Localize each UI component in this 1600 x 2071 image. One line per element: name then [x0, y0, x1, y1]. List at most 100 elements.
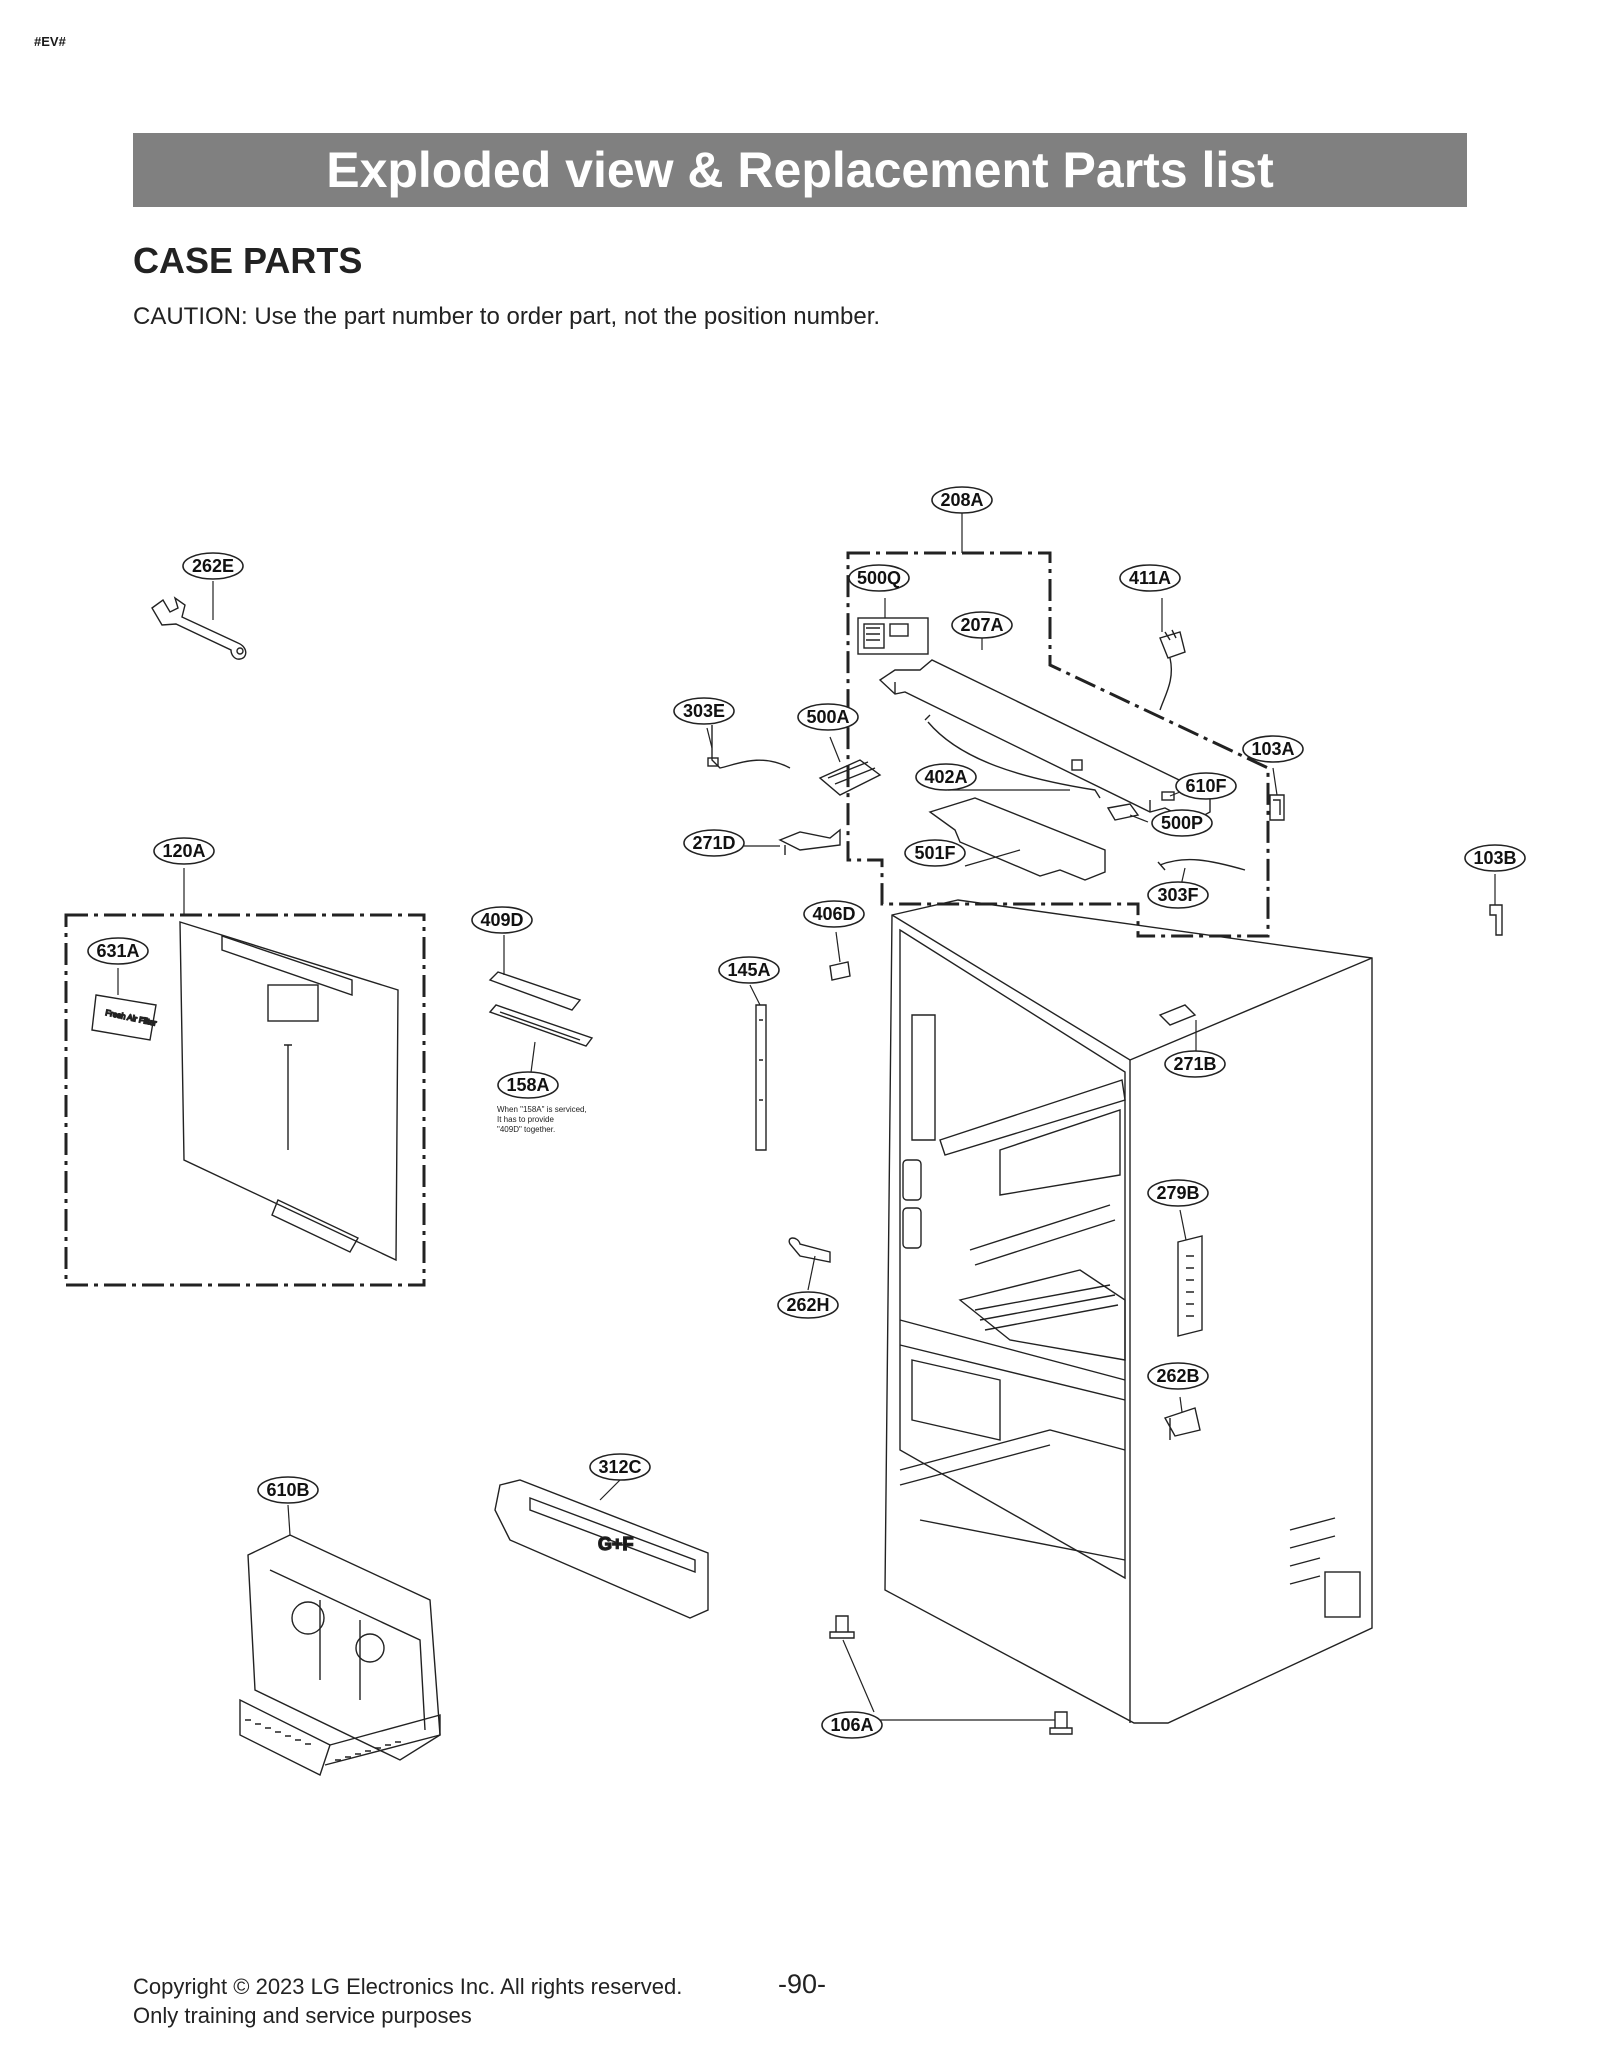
svg-text:207A: 207A	[960, 615, 1003, 635]
copyright-line: Copyright © 2023 LG Electronics Inc. All…	[133, 1974, 683, 1999]
part-262E-wrench	[151, 596, 247, 660]
part-312C-drawer: G+F	[494, 1479, 709, 1619]
section-heading: CASE PARTS	[133, 240, 363, 281]
callout-402A: 402A	[915, 763, 977, 791]
part-501F-panel	[928, 797, 1106, 881]
page-number: -90-	[778, 1969, 827, 1999]
part-279B-panel	[1177, 1235, 1203, 1337]
part-main-case	[884, 899, 1373, 1724]
part-106A-feet	[829, 1615, 1073, 1735]
part-409D-strip	[488, 971, 582, 1011]
svg-text:It has to provide: It has to provide	[497, 1115, 554, 1124]
svg-text:409D: 409D	[480, 910, 523, 930]
part-103B-clip	[1489, 904, 1503, 936]
callout-409D: 409D	[471, 906, 533, 934]
callout-303F: 303F	[1147, 881, 1209, 909]
callout-406D: 406D	[803, 900, 865, 928]
svg-text:When "158A" is serviced,: When "158A" is serviced,	[497, 1105, 587, 1114]
svg-text:262H: 262H	[786, 1295, 829, 1315]
svg-text:G+F: G+F	[598, 1534, 634, 1554]
svg-text:145A: 145A	[727, 960, 770, 980]
purpose-line: Only training and service purposes	[133, 2003, 472, 2028]
callout-262H: 262H	[777, 1291, 839, 1319]
caution-note: CAUTION: Use the part number to order pa…	[133, 303, 881, 330]
callout-158A: 158A	[497, 1071, 559, 1099]
part-158A-rail	[488, 1004, 594, 1047]
svg-text:271D: 271D	[692, 833, 735, 853]
callouts: 208A 262E 500Q 411A 207A 303E 500A 103A …	[87, 486, 1526, 1739]
svg-text:312C: 312C	[598, 1457, 641, 1477]
svg-text:262B: 262B	[1156, 1366, 1199, 1386]
callout-500A: 500A	[797, 703, 859, 731]
svg-text:610B: 610B	[266, 1480, 309, 1500]
callout-501F: 501F	[904, 839, 966, 867]
part-145A-rail	[755, 1004, 767, 1151]
page-title: Exploded view & Replacement Parts list	[133, 133, 1467, 207]
svg-text:406D: 406D	[812, 904, 855, 924]
callout-145A: 145A	[718, 956, 780, 984]
svg-text:501F: 501F	[914, 843, 955, 863]
svg-text:402A: 402A	[924, 767, 967, 787]
part-500Q-board	[857, 617, 929, 655]
part-411A-cord	[1159, 629, 1186, 711]
svg-text:262E: 262E	[192, 556, 234, 576]
svg-text:500A: 500A	[806, 707, 849, 727]
part-631A-filter: Fresh Air Filter	[91, 994, 158, 1041]
corner-tag: #EV#	[34, 34, 66, 49]
svg-text:120A: 120A	[162, 841, 205, 861]
callout-411A: 411A	[1119, 564, 1181, 592]
callout-610F: 610F	[1175, 772, 1237, 800]
part-402A-harness	[924, 714, 1101, 799]
callout-312C: 312C	[589, 1453, 651, 1481]
callout-500P: 500P	[1151, 809, 1213, 837]
part-207A-cover	[878, 659, 1211, 823]
callout-271B: 271B	[1164, 1050, 1226, 1078]
svg-text:500P: 500P	[1161, 813, 1203, 833]
leader-lines	[117, 513, 1496, 1721]
svg-text:631A: 631A	[96, 941, 139, 961]
part-610F	[1161, 791, 1175, 801]
svg-text:Fresh Air Filter: Fresh Air Filter	[105, 1008, 158, 1028]
callout-610B: 610B	[257, 1476, 319, 1504]
svg-text:500Q: 500Q	[857, 568, 901, 588]
part-120A-panel	[179, 921, 399, 1262]
svg-text:"409D" together.: "409D" together.	[497, 1125, 555, 1134]
svg-text:303F: 303F	[1157, 885, 1198, 905]
part-303F-sensor	[1157, 858, 1246, 871]
note-158A: When "158A" is serviced, It has to provi…	[497, 1105, 587, 1134]
callout-262B: 262B	[1147, 1362, 1209, 1390]
svg-text:411A: 411A	[1129, 568, 1171, 588]
part-500P	[1106, 803, 1140, 821]
part-262H-hinge	[788, 1237, 831, 1263]
svg-text:103A: 103A	[1251, 739, 1294, 759]
callout-631A: 631A	[87, 937, 149, 965]
svg-text:208A: 208A	[940, 490, 983, 510]
callout-103B: 103B	[1464, 844, 1526, 872]
part-406D-clip	[829, 961, 851, 981]
part-262B-hinge	[1163, 1407, 1201, 1440]
callout-271D: 271D	[683, 829, 745, 857]
part-103A-bracket	[1269, 794, 1285, 821]
callout-500Q: 500Q	[848, 564, 910, 592]
callout-207A: 207A	[951, 611, 1013, 639]
svg-text:106A: 106A	[830, 1715, 873, 1735]
callout-262E: 262E	[182, 552, 244, 580]
svg-text:279B: 279B	[1156, 1183, 1199, 1203]
part-610B-fan	[239, 1534, 441, 1776]
svg-text:303E: 303E	[683, 701, 725, 721]
svg-text:610F: 610F	[1185, 776, 1226, 796]
group-box-120A	[64, 913, 426, 1287]
copyright-footer: Copyright © 2023 LG Electronics Inc. All…	[133, 1972, 682, 2030]
part-271D-bracket	[778, 828, 841, 855]
callout-279B: 279B	[1147, 1179, 1209, 1207]
callout-120A: 120A	[153, 837, 215, 865]
svg-text:158A: 158A	[506, 1075, 549, 1095]
group-box-208A	[846, 551, 1270, 938]
callout-208A: 208A	[931, 486, 993, 514]
svg-text:103B: 103B	[1473, 848, 1516, 868]
callout-303E: 303E	[673, 697, 735, 725]
part-303E-sensor	[707, 725, 791, 769]
part-500A-board	[818, 759, 882, 796]
callout-106A: 106A	[821, 1711, 883, 1739]
